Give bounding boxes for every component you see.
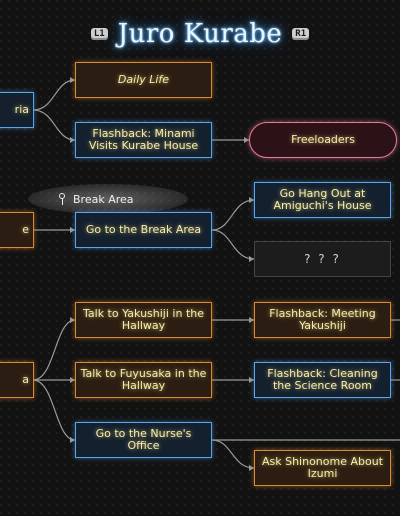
node-go-hang-out[interactable]: Go Hang Out at Amiguchi's House — [254, 182, 391, 218]
node-cut-left-3[interactable]: a — [0, 362, 34, 398]
page-title: Juro Kurabe — [117, 19, 283, 49]
node-label: Talk to Fuyusaka in the Hallway — [80, 367, 207, 392]
node-ask-shinonome[interactable]: Ask Shinonome About Izumi — [254, 450, 391, 486]
node-cut-left-1[interactable]: ria — [0, 92, 34, 128]
node-cut-left-2[interactable]: e — [0, 212, 34, 248]
arrowhead — [70, 437, 75, 443]
connector-line — [32, 79, 76, 111]
node-label: e — [22, 223, 29, 236]
arrowhead — [70, 227, 75, 233]
location-pin-icon — [58, 193, 67, 205]
arrowhead — [70, 137, 75, 143]
node-label: Flashback: Cleaning the Science Room — [267, 367, 378, 392]
l1-button-icon[interactable]: L1 — [90, 28, 108, 40]
connector-line — [211, 439, 255, 469]
connector-line — [211, 199, 255, 231]
arrowhead — [70, 317, 75, 323]
arrowhead — [249, 256, 254, 262]
node-flashback-meeting[interactable]: Flashback: Meeting Yakushiji — [254, 302, 391, 338]
arrowhead — [249, 465, 254, 471]
node-label: Talk to Yakushiji in the Hallway — [83, 307, 204, 332]
node-label: Flashback: Meeting Yakushiji — [269, 307, 376, 332]
tooltip-label: Break Area — [73, 192, 134, 206]
node-label: a — [22, 373, 29, 386]
connector-line — [32, 379, 76, 441]
connector-line — [32, 319, 76, 381]
connector-line — [211, 229, 255, 260]
node-talk-fuyusaka[interactable]: Talk to Fuyusaka in the Hallway — [75, 362, 212, 398]
arrowhead — [249, 197, 254, 203]
node-label: Ask Shinonome About Izumi — [261, 455, 384, 480]
node-go-nurse[interactable]: Go to the Nurse's Office — [75, 422, 212, 458]
node-talk-yakushiji[interactable]: Talk to Yakushiji in the Hallway — [75, 302, 212, 338]
location-tooltip: Break Area — [28, 184, 188, 214]
node-freeloaders[interactable]: Freeloaders — [249, 122, 397, 158]
node-label: Go to the Break Area — [85, 223, 202, 236]
node-label: Daily Life — [117, 73, 170, 86]
node-unknown[interactable]: ? ? ? — [254, 241, 391, 277]
node-label: Flashback: Minami Visits Kurabe House — [88, 127, 199, 152]
arrowhead — [249, 377, 254, 383]
node-go-break-area[interactable]: Go to the Break Area — [75, 212, 212, 248]
connector-line — [32, 109, 76, 141]
node-label: ria — [14, 103, 29, 116]
r1-button-icon[interactable]: R1 — [292, 28, 310, 40]
arrowhead — [70, 377, 75, 383]
node-label: Freeloaders — [291, 133, 355, 146]
arrowhead — [244, 137, 249, 143]
node-label: Go to the Nurse's Office — [95, 427, 192, 452]
node-flashback-minami[interactable]: Flashback: Minami Visits Kurabe House — [75, 122, 212, 158]
arrowhead — [249, 317, 254, 323]
node-label: ? ? ? — [304, 252, 341, 266]
node-label: Go Hang Out at Amiguchi's House — [273, 187, 372, 212]
header: L1 Juro Kurabe R1 — [0, 14, 400, 54]
node-flashback-cleaning[interactable]: Flashback: Cleaning the Science Room — [254, 362, 391, 398]
node-daily-life[interactable]: Daily Life — [75, 62, 212, 98]
arrowhead — [70, 77, 75, 83]
